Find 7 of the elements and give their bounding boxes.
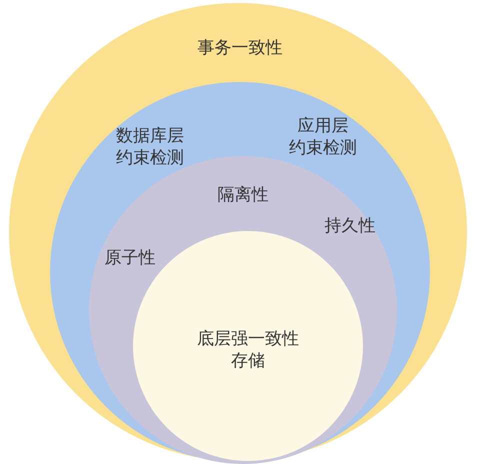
region-label: 数据库层约束检测 (116, 125, 184, 169)
region-label: 底层强一致性存储 (197, 328, 299, 372)
region-label: 事务一致性 (198, 37, 282, 59)
region-label: 持久性 (324, 215, 376, 237)
region-label: 隔离性 (218, 184, 268, 206)
region-label: 原子性 (104, 247, 156, 269)
region-label: 应用层约束检测 (289, 115, 357, 159)
